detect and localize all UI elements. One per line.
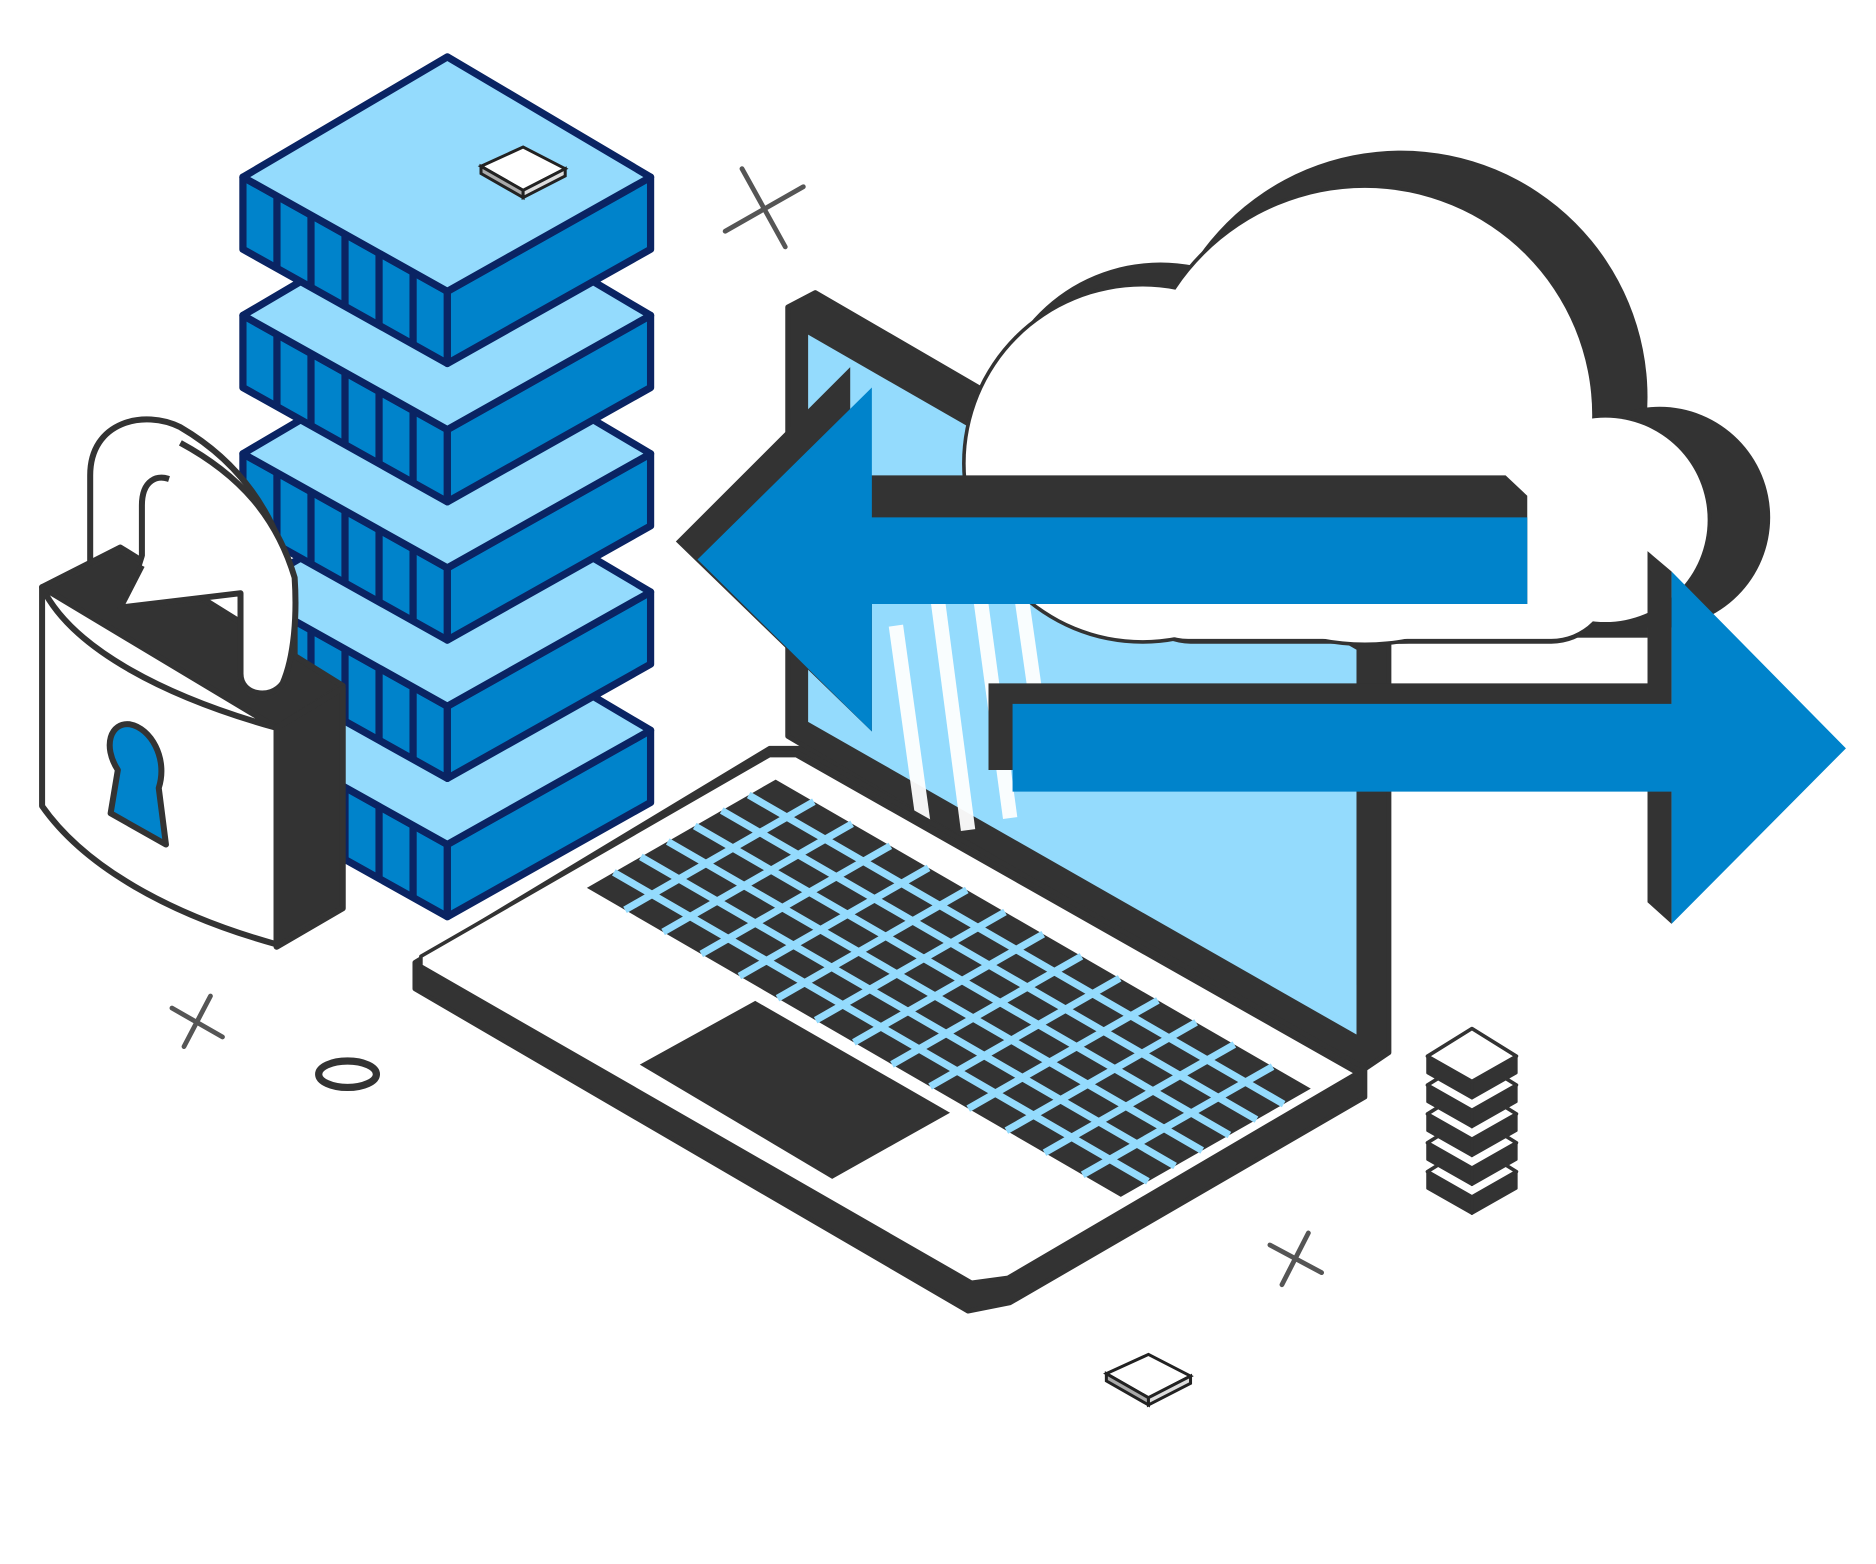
padlock-icon xyxy=(39,416,346,950)
left-arrow xyxy=(697,387,1528,732)
key-divider xyxy=(813,908,1007,1024)
server-unit xyxy=(239,53,655,368)
key-divider xyxy=(661,820,854,936)
key-divider xyxy=(1004,1019,1198,1134)
key-divider xyxy=(737,864,931,980)
key-divider xyxy=(852,930,1046,1046)
key-divider xyxy=(1042,1041,1237,1156)
chip-icon xyxy=(477,145,1194,1408)
key-divider xyxy=(1080,1063,1275,1178)
key-divider xyxy=(890,953,1084,1068)
ring-icon xyxy=(315,1057,381,1092)
key-divider xyxy=(966,997,1160,1112)
key-divider xyxy=(699,842,893,958)
layers-icon xyxy=(1425,1026,1519,1215)
sparkle-icon xyxy=(169,166,1325,1288)
trackpad xyxy=(639,1000,951,1179)
key-divider xyxy=(928,975,1122,1090)
key-divider xyxy=(775,886,969,1002)
transfer-arrows-icon xyxy=(675,367,1846,924)
key-divider xyxy=(623,798,816,914)
right-arrow xyxy=(1012,571,1846,924)
keyhole-icon xyxy=(106,721,169,848)
